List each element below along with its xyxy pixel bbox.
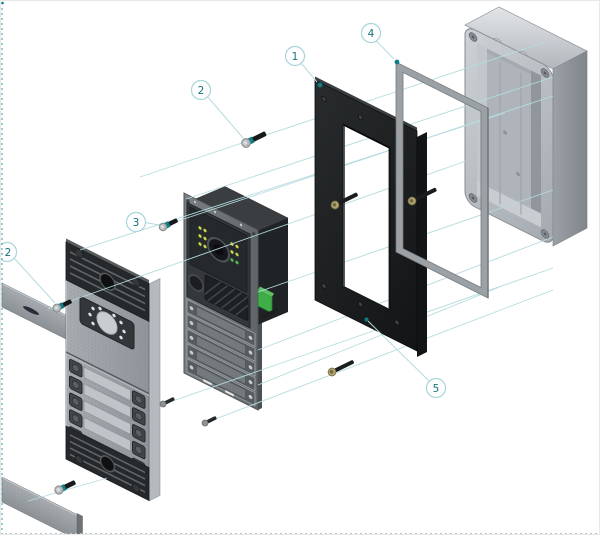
fixing-screws [52,131,437,495]
screw-small [201,416,217,427]
leader-dot-gasket [394,59,400,65]
callout-label-4: 4 [368,28,375,40]
screw-long [327,360,354,377]
screw-teal [158,218,178,232]
module-led-dots [198,226,239,265]
cavity-bottom-wall [477,181,541,228]
callout-label-2-left: 2 [5,247,12,259]
screw-teal [52,299,72,313]
call-button-row [69,392,146,443]
sealing-gasket [395,61,489,299]
module-connector-top [258,286,274,297]
back-box [464,6,588,247]
screw-teal [241,131,267,148]
camera-button-module [183,186,289,411]
callout-label-1: 1 [292,51,299,63]
callout-circle-1 [284,45,306,67]
callouts: 1 2 3 4 5 2 [0,22,447,399]
cavity-hole [503,130,507,135]
callout-leaders [13,39,430,382]
brand-logo-mark [23,306,39,315]
panel-corner-cap [131,483,141,493]
callout-label-5: 5 [433,383,440,395]
call-button-row [69,375,146,426]
plate-bottom-slot [202,378,213,387]
screw-long [407,187,437,206]
button-module-row [186,357,256,407]
edge-mark-dot [1,1,4,5]
frame-right-side [417,132,427,357]
cavity-right-wall [531,70,541,228]
callout-label-3: 3 [133,217,140,229]
panel-seam [66,351,149,395]
screw-small [159,397,175,408]
button-module-rows [186,298,256,407]
cavity-back [487,52,531,219]
button-module-row [186,343,256,392]
back-box-side-face [552,50,588,247]
callout-circle-2 [190,79,212,101]
mounting-frame [314,76,427,357]
button-module-row [186,313,256,363]
callout-circle-2-left [0,241,18,263]
connector-pin [261,307,279,319]
callout-circle-3 [125,211,147,233]
button-module-row [186,328,256,377]
leader-dot-frame-bottom [364,317,369,322]
front-panel [65,238,161,502]
front-panel-top-bevel [66,238,149,284]
camera-lens-window [96,311,118,335]
flange-screw-holes [468,32,550,239]
plate-bottom-slot [224,389,235,398]
plate-screws [193,200,243,227]
frame-window-bevel-top [343,123,390,149]
trim-strip-lower [1,476,83,535]
leader-dot-frame [317,82,323,88]
panel-seam-highlight [66,353,149,396]
speaker-grille-lines [205,280,248,317]
strip-end-face [76,513,83,535]
call-button-row [69,409,146,460]
frame-top-bevel [315,76,417,131]
call-button-row [69,358,146,409]
camera-lens-pupil [213,244,224,256]
callout-label-2: 2 [198,85,205,97]
module-sensor [187,273,205,293]
panel-corner-cap [74,454,84,465]
callout-rings [0,22,447,399]
callout-labels: 1 2 3 4 5 2 [5,28,440,395]
bottom-speaker-hole [99,455,116,473]
screw-teal [54,480,76,495]
flange-screw-hole-centers [471,35,547,236]
leader-end-dots [1,1,400,322]
callout-circle-4 [360,22,382,44]
button-module-row [186,298,256,348]
camera-led-dots [88,306,126,340]
cavity-hole [516,171,520,177]
callout-circle-5 [425,377,447,399]
screw-long [330,192,358,210]
front-panel-side-face [148,278,161,502]
